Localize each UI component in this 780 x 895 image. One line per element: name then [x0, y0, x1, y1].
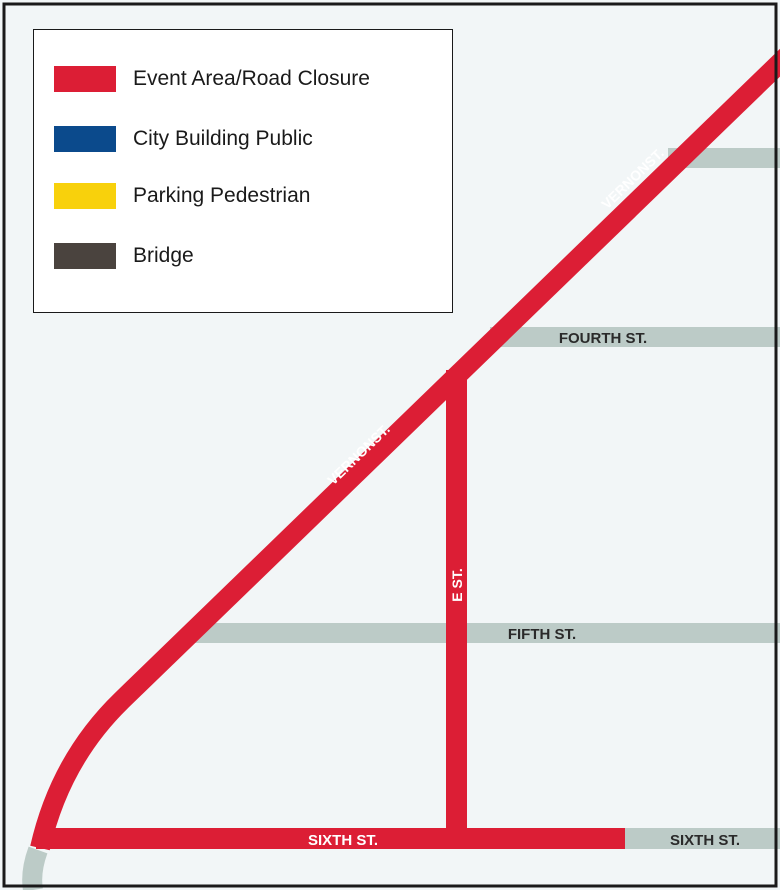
legend-item-city-building: City Building Public [54, 125, 313, 153]
legend-label: City Building Public [133, 127, 313, 150]
closure-vernon-st [30, 48, 780, 851]
legend: Event Area/Road Closure City Building Pu… [33, 29, 453, 313]
legend-swatch-parking [54, 183, 116, 209]
legend-item-parking: Parking Pedestrian [54, 182, 310, 210]
legend-item-bridge: Bridge [54, 242, 194, 270]
legend-swatch-city-building [54, 126, 116, 152]
legend-label: Parking Pedestrian [133, 184, 311, 207]
legend-swatch-bridge [54, 243, 116, 269]
label-sixth-st-closed: SIXTH ST. [308, 832, 378, 849]
street-curve-bottom-left [22, 846, 48, 892]
closure-sixth-st [36, 828, 625, 849]
street-fourth-st [490, 327, 780, 347]
legend-swatch-road-closure [54, 66, 116, 92]
street-sixth-st-open [620, 828, 780, 849]
legend-item-road-closure: Event Area/Road Closure [54, 65, 370, 93]
closure-e-st [446, 370, 467, 838]
label-fourth-st: FOURTH ST. [559, 330, 647, 347]
legend-label: Event Area/Road Closure [133, 67, 370, 90]
label-e-st: E ST. [449, 568, 465, 601]
label-sixth-st-open: SIXTH ST. [670, 832, 740, 849]
legend-label: Bridge [133, 244, 194, 267]
label-fifth-st: FIFTH ST. [508, 626, 576, 643]
street-fifth-st [195, 623, 780, 643]
